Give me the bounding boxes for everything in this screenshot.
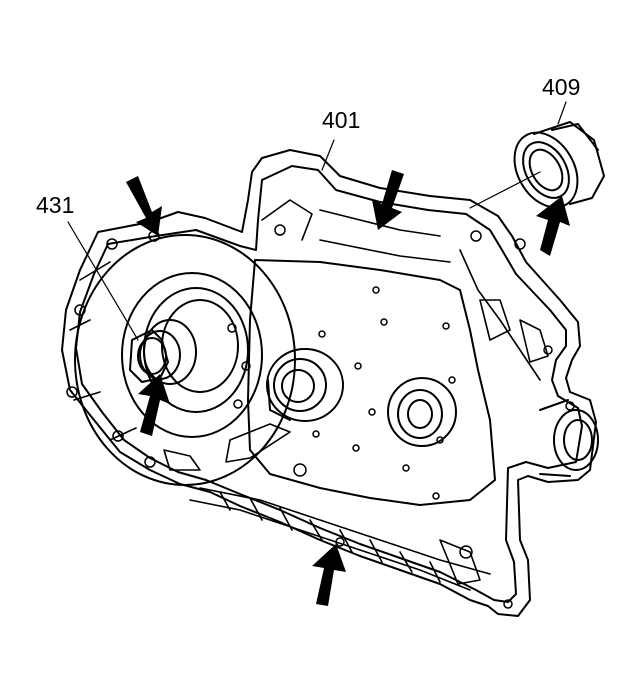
arrow-down-left <box>126 176 162 236</box>
callout-431: 431 <box>36 192 75 218</box>
leader-lines <box>67 101 567 341</box>
inner-plate <box>247 259 496 506</box>
arrow-up-bottom <box>312 544 346 606</box>
seal-409 <box>513 121 605 209</box>
bolt-holes <box>66 224 575 609</box>
case-ribs <box>69 199 549 591</box>
arrows <box>126 170 570 606</box>
right-boss <box>387 377 457 447</box>
arrow-up-bell <box>138 374 170 436</box>
arrow-down-center <box>372 170 404 230</box>
callout-409: 409 <box>542 74 581 100</box>
bell-housing <box>74 234 296 486</box>
case-outline <box>61 149 597 617</box>
right-port <box>539 399 599 477</box>
callout-401: 401 <box>322 107 361 133</box>
arrow-up-seal <box>536 196 570 256</box>
center-boss <box>266 348 344 422</box>
